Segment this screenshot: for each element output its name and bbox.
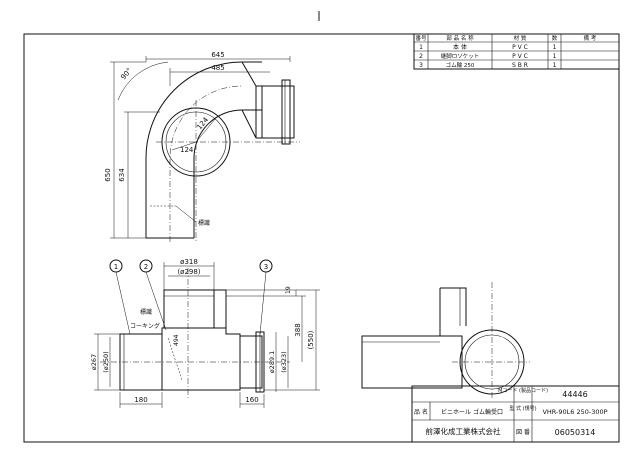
row-3-name: ゴム輪 250 [446,61,475,69]
elbow-width-outer: 645 [211,51,224,59]
row-2-material: P V C [512,53,528,60]
dim-388: 388 [294,323,302,336]
model: VHR-90L6 250-300P [542,408,607,416]
row-1-no: 1 [419,44,423,51]
elbow-marker-label: 標識 [198,219,210,227]
model-label: 型 式 (規号) [509,405,536,412]
parts-table: 番号 部 品 名 称 材 質 数 備 考 1 本 体 P V C 1 2 継脚ロ… [413,33,620,70]
caulking-label: コーキング [130,322,160,330]
dia-289: ø289.1 [268,351,276,374]
elbow-width-inner: 485 [211,64,224,72]
dim-180: 180 [134,396,147,404]
product-label: 品 名 [414,408,428,416]
col-header-name: 部 品 名 称 [446,34,474,42]
col-header-qty: 数 [552,34,558,42]
callout-2: 2 [144,263,148,271]
row-3-material: S B R [512,62,528,69]
row-1-material: P V C [512,44,528,51]
drawing-number: 06050314 [555,428,596,437]
row-1-qty: 1 [553,44,557,51]
title-block: Mコード (製品コード) 44446 品 名 ビニホール ゴム輪受口 型 式 (… [411,385,620,443]
dia-298: (ø298) [177,268,200,276]
m-code-label: Mコード (製品コード) [498,387,548,394]
front-marker-label: 標識 [140,308,152,316]
drawing-label: 図 番 [516,429,530,436]
callout-1: 1 [114,263,118,271]
row-3-qty: 1 [553,62,557,69]
dia-318: ø318 [180,258,198,266]
row-3-no: 3 [419,62,423,69]
row-2-name: 継脚ロソケット [441,52,480,60]
dia-250: (ø250) [102,351,110,372]
product-name: ビニホール ゴム輪受口 [441,408,503,416]
dim-494: 494 [173,334,180,346]
row-2-qty: 1 [553,53,557,60]
dia-323: (ø323) [280,351,288,372]
elbow-height-inner: 634 [118,168,126,182]
col-header-note: 備 考 [584,34,597,42]
dim-160: 160 [245,396,258,404]
elbow-radius-b: 124 [180,146,194,154]
elbow-height-outer: 650 [104,168,112,181]
company-name: 前澤化成工業株式会社 [426,426,501,436]
front-view: 1 2 3 標識 コーキング 494 ø318 (ø298) 19 388 (5… [90,258,320,408]
col-header-material: 材 質 [514,34,527,42]
elbow-view: 124 124 標識 645 485 650 634 90° [104,51,300,242]
dia-267: ø267 [90,354,98,370]
row-2-no: 2 [419,53,423,60]
drawing-border [23,33,620,443]
side-view [361,282,530,400]
callout-3: 3 [264,263,268,271]
col-header-no: 番号 [415,35,427,42]
m-code: 44446 [562,390,587,399]
row-1-name: 本 体 [453,43,467,51]
dim-550: (550) [307,330,315,349]
